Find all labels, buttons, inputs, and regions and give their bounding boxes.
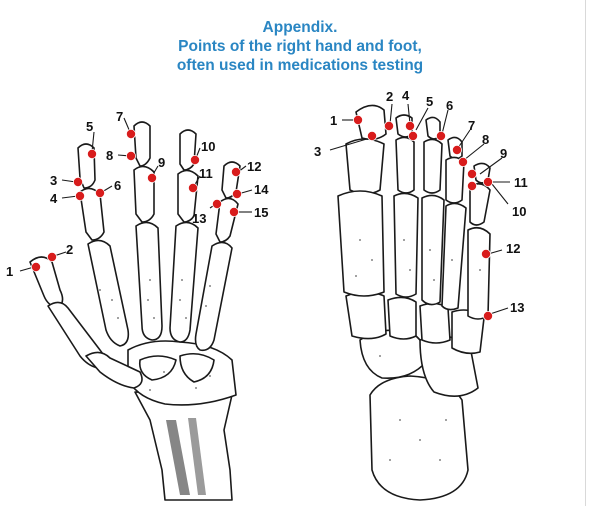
hand-label-2: 2 — [66, 242, 73, 257]
hand-point-2 — [47, 251, 58, 262]
foot-point-6 — [435, 130, 446, 141]
foot-point-9 — [466, 168, 477, 179]
hand-label-11: 11 — [199, 166, 213, 181]
hand-point-13 — [211, 198, 222, 209]
foot-label-5: 5 — [426, 94, 433, 109]
foot-point-10 — [466, 180, 477, 191]
foot-label-7: 7 — [468, 118, 475, 133]
foot-label-1: 1 — [330, 113, 337, 128]
foot-point-5 — [407, 130, 418, 141]
hand-point-9 — [146, 172, 157, 183]
hand-labels: 1 2 3 4 5 6 7 8 9 10 11 12 13 14 15 — [6, 109, 269, 279]
hand-label-7: 7 — [116, 109, 123, 124]
hand-label-1: 1 — [6, 264, 13, 279]
hand-label-5: 5 — [86, 119, 93, 134]
title-line-3: often used in medications testing — [176, 57, 424, 74]
hand-label-6: 6 — [114, 178, 121, 193]
hand-label-9: 9 — [158, 155, 165, 170]
hand-label-4: 4 — [50, 191, 58, 206]
foot-point-12 — [480, 248, 491, 259]
hand-point-7 — [126, 128, 137, 139]
foot-point-1 — [352, 115, 363, 126]
hand-point-6 — [95, 187, 106, 198]
hand-point-3 — [73, 176, 84, 187]
foot-label-4: 4 — [402, 88, 410, 103]
title-line-1: Appendix. — [262, 19, 338, 36]
hand-point-4 — [75, 190, 86, 201]
hand-label-12: 12 — [247, 159, 261, 174]
foot-label-10: 10 — [512, 204, 526, 219]
hand-point-5 — [87, 148, 98, 159]
foot-point-4 — [404, 121, 415, 132]
hand-point-10 — [189, 154, 200, 165]
hand-label-14: 14 — [254, 182, 269, 197]
foot-point-7 — [451, 144, 462, 155]
foot-label-12: 12 — [506, 241, 520, 256]
title-line-2: Points of the right hand and foot, — [178, 38, 422, 55]
foot-points — [352, 115, 493, 321]
hand-label-8: 8 — [106, 148, 113, 163]
foot-label-13: 13 — [510, 300, 524, 315]
foot-label-2: 2 — [386, 89, 393, 104]
foot-label-6: 6 — [446, 98, 453, 113]
hand-label-10: 10 — [201, 139, 215, 154]
foot-labels: 1 2 3 4 5 6 7 8 9 10 11 12 13 — [314, 88, 528, 315]
hand-point-1 — [30, 261, 41, 272]
hand-point-8 — [126, 150, 137, 161]
hand-point-12 — [230, 166, 241, 177]
foot-point-3 — [366, 130, 377, 141]
foot-label-9: 9 — [500, 146, 507, 161]
foot-point-8 — [457, 156, 468, 167]
foot-label-3: 3 — [314, 144, 321, 159]
page-title: Appendix. Points of the right hand and f… — [0, 18, 600, 75]
hand-skeleton — [29, 121, 241, 501]
hand-label-13: 13 — [192, 211, 206, 226]
hand-point-15 — [228, 206, 239, 217]
foot-point-11 — [482, 176, 493, 187]
foot-label-8: 8 — [482, 132, 489, 147]
foot-point-13 — [482, 310, 493, 321]
foot-leader-lines — [329, 103, 510, 315]
foot-label-11: 11 — [514, 175, 528, 190]
hand-point-11 — [187, 182, 198, 193]
hand-label-15: 15 — [254, 205, 268, 220]
hand-point-14 — [231, 188, 242, 199]
hand-points — [30, 128, 242, 272]
hand-label-3: 3 — [50, 173, 57, 188]
foot-point-2 — [383, 121, 394, 132]
page-edge-divider — [585, 0, 586, 506]
